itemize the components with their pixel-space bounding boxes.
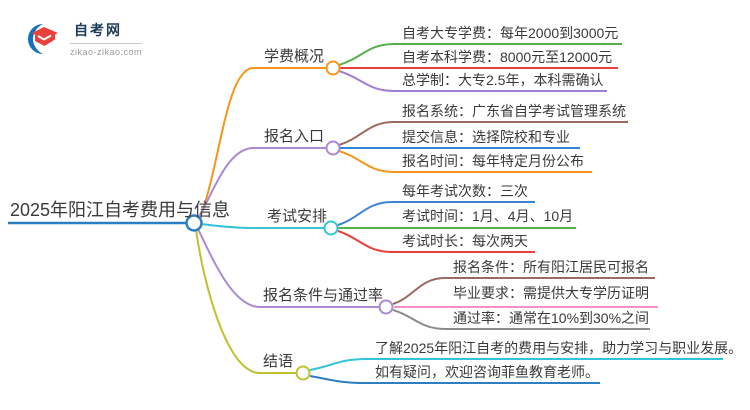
graduation-cap-icon (28, 23, 58, 54)
leaf-node[interactable]: 总学制：大专2.5年，本科需确认 (402, 72, 604, 88)
branch-node-exam-schedule[interactable]: 考试安排 (267, 208, 328, 225)
leaf-node[interactable]: 了解2025年阳江自考的费用与安排，助力学习与职业发展。 (375, 340, 743, 356)
leaf-node[interactable]: 报名时间：每年特定月份公布 (402, 153, 584, 169)
branch-node-circle[interactable] (295, 365, 311, 381)
leaf-node[interactable]: 考试时长：每次两天 (402, 233, 528, 249)
leaf-curve (338, 150, 592, 173)
leaf-node[interactable]: 提交信息：选择院校和专业 (402, 129, 570, 145)
branch-node-circle[interactable] (325, 140, 341, 156)
logo-text: 自考网 zikao-zikao.com (70, 20, 143, 57)
branch-curve (198, 147, 326, 218)
leaf-node[interactable]: 自考本科学费：8000元至12000元 (402, 49, 613, 65)
leaf-curve (392, 309, 650, 330)
branch-curve (197, 228, 379, 308)
leaf-curve (337, 230, 535, 253)
root-node-circle[interactable] (185, 214, 203, 232)
branch-node-registration-portal[interactable]: 报名入口 (264, 128, 325, 145)
branch-curve (199, 67, 326, 219)
leaf-node[interactable]: 如有疑问，欢迎咨询菲鱼教育老师。 (375, 364, 599, 380)
site-name: 自考网 (74, 22, 122, 38)
branch-node-circle[interactable] (378, 299, 394, 315)
branch-node-circle[interactable] (325, 60, 341, 76)
site-logo[interactable]: 自考网 zikao-zikao.com (27, 20, 143, 57)
leaf-node[interactable]: 毕业要求：需提供大专学历证明 (453, 285, 649, 301)
leaf-node[interactable]: 通过率：通常在10%到30%之间 (453, 310, 650, 326)
site-domain: zikao-zikao.com (70, 43, 143, 57)
leaf-node[interactable]: 考试时间：1月、4月、10月 (402, 208, 574, 224)
leaf-curve (338, 43, 622, 66)
leaf-node[interactable]: 报名条件：所有阳江居民可报名 (453, 259, 649, 275)
leaf-node[interactable]: 报名系统：广东省自学考试管理系统 (402, 103, 626, 119)
leaf-curve (338, 121, 628, 146)
leaf-curve (309, 375, 600, 384)
leaf-node[interactable]: 自考大专学费：每年2000到3000元 (402, 25, 619, 41)
leaf-curve (392, 277, 655, 305)
branch-node-tuition-overview[interactable]: 学费概况 (264, 48, 325, 65)
root-node[interactable]: 2025年阳江自考费用与信息 (10, 200, 231, 220)
branch-node-conclusion[interactable]: 结语 (263, 353, 294, 370)
branch-node-requirements-pass-rate[interactable]: 报名条件与通过率 (263, 287, 384, 304)
leaf-curve (338, 70, 607, 92)
branch-node-circle[interactable] (323, 220, 339, 236)
leaf-curve (309, 358, 723, 371)
branch-curve (195, 229, 296, 374)
leaf-node[interactable]: 每年考试次数：三次 (402, 183, 528, 199)
leaf-curve (337, 201, 535, 226)
branch-curve (200, 223, 324, 229)
